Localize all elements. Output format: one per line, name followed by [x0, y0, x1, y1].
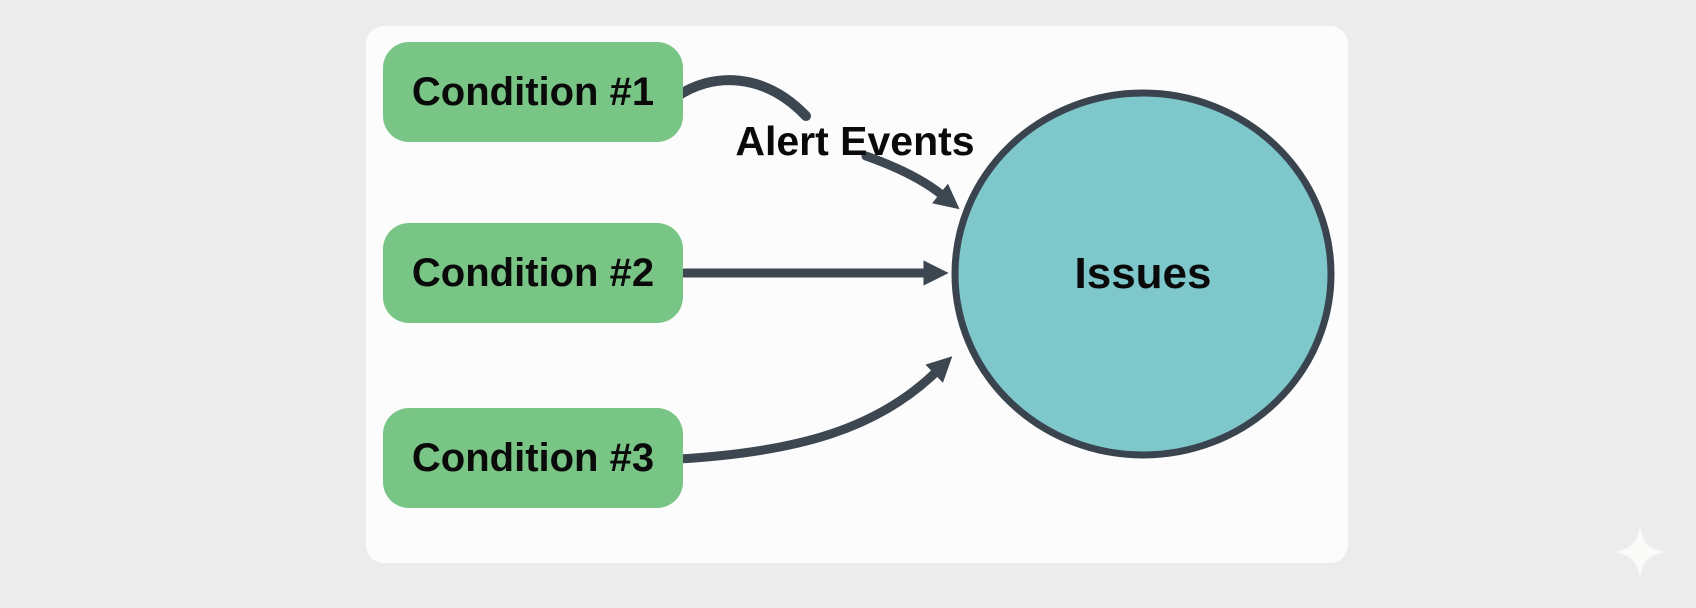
- condition-1-node: Condition #1: [383, 42, 683, 142]
- sparkle-icon: [1615, 527, 1665, 577]
- condition-2-label: Condition #2: [411, 250, 655, 295]
- alert-events-label: Alert Events: [735, 118, 975, 164]
- condition-3-label: Condition #3: [411, 435, 655, 480]
- condition-1-label: Condition #1: [411, 69, 655, 114]
- condition-2-node: Condition #2: [383, 223, 683, 323]
- condition-3-node: Condition #3: [383, 408, 683, 508]
- issues-label: Issues: [1074, 249, 1212, 298]
